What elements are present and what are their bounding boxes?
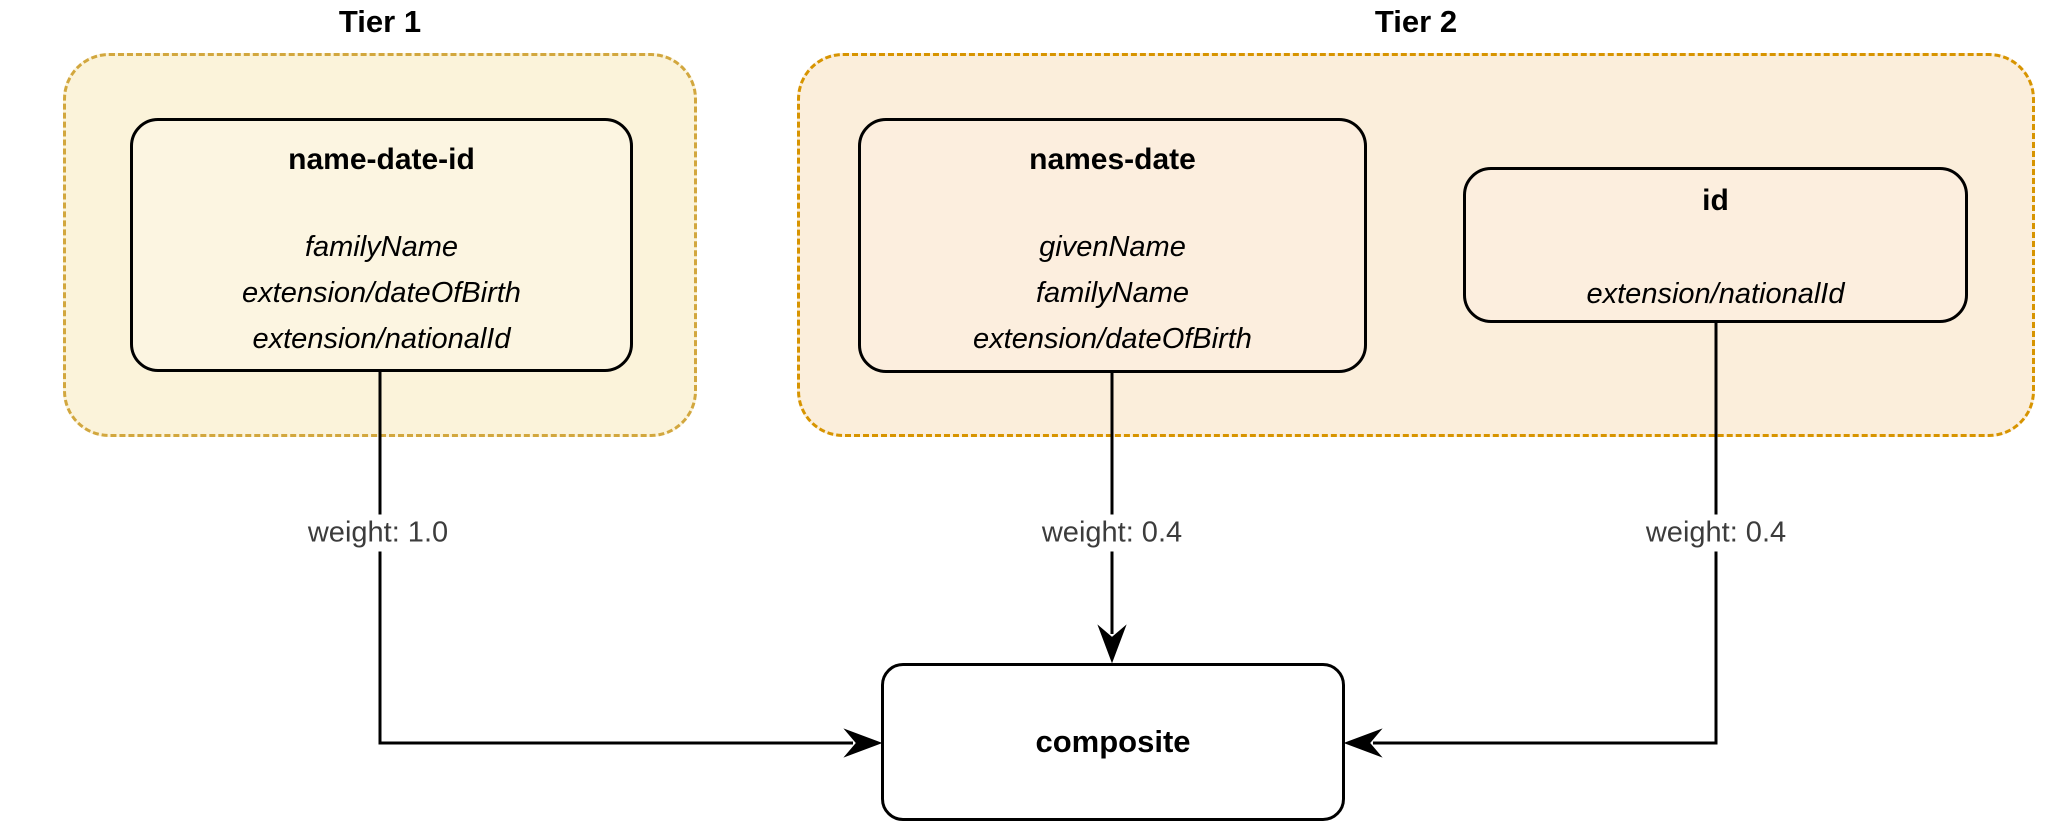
tier2-label: Tier 2: [1374, 4, 1458, 39]
node-attribute: familyName: [304, 231, 459, 263]
node-attribute-list: givenName familyName extension/dateOfBir…: [861, 224, 1364, 362]
node-attribute: familyName: [1035, 277, 1190, 309]
node-attribute: givenName: [1039, 231, 1186, 263]
node-id: id extension/nationalId: [1463, 167, 1968, 323]
arrowhead-left-icon: [1343, 728, 1383, 758]
edge-weight-label: weight: 1.0: [299, 514, 457, 552]
node-name-date-id: name-date-id familyName extension/dateOf…: [130, 118, 633, 372]
node-attribute: extension/dateOfBirth: [242, 277, 521, 309]
node-attribute: extension/nationalId: [252, 323, 511, 355]
arrowhead-right-icon: [843, 728, 883, 758]
edge-weight-label: weight: 0.4: [1637, 514, 1795, 552]
node-attribute: extension/nationalId: [1586, 278, 1845, 310]
tier1-label: Tier 1: [338, 4, 422, 39]
node-attribute-list: extension/nationalId: [1466, 271, 1965, 317]
node-title: names-date: [1029, 143, 1196, 176]
edge-weight-label: weight: 0.4: [1033, 514, 1191, 552]
node-composite: composite: [881, 663, 1345, 821]
node-names-date: names-date givenName familyName extensio…: [858, 118, 1367, 373]
node-attribute-list: familyName extension/dateOfBirth extensi…: [133, 224, 630, 362]
node-title: id: [1702, 184, 1729, 217]
node-attribute: extension/dateOfBirth: [973, 323, 1252, 355]
node-title: composite: [1035, 724, 1191, 759]
node-title: name-date-id: [288, 143, 475, 176]
arrowhead-down-icon: [1097, 624, 1127, 664]
